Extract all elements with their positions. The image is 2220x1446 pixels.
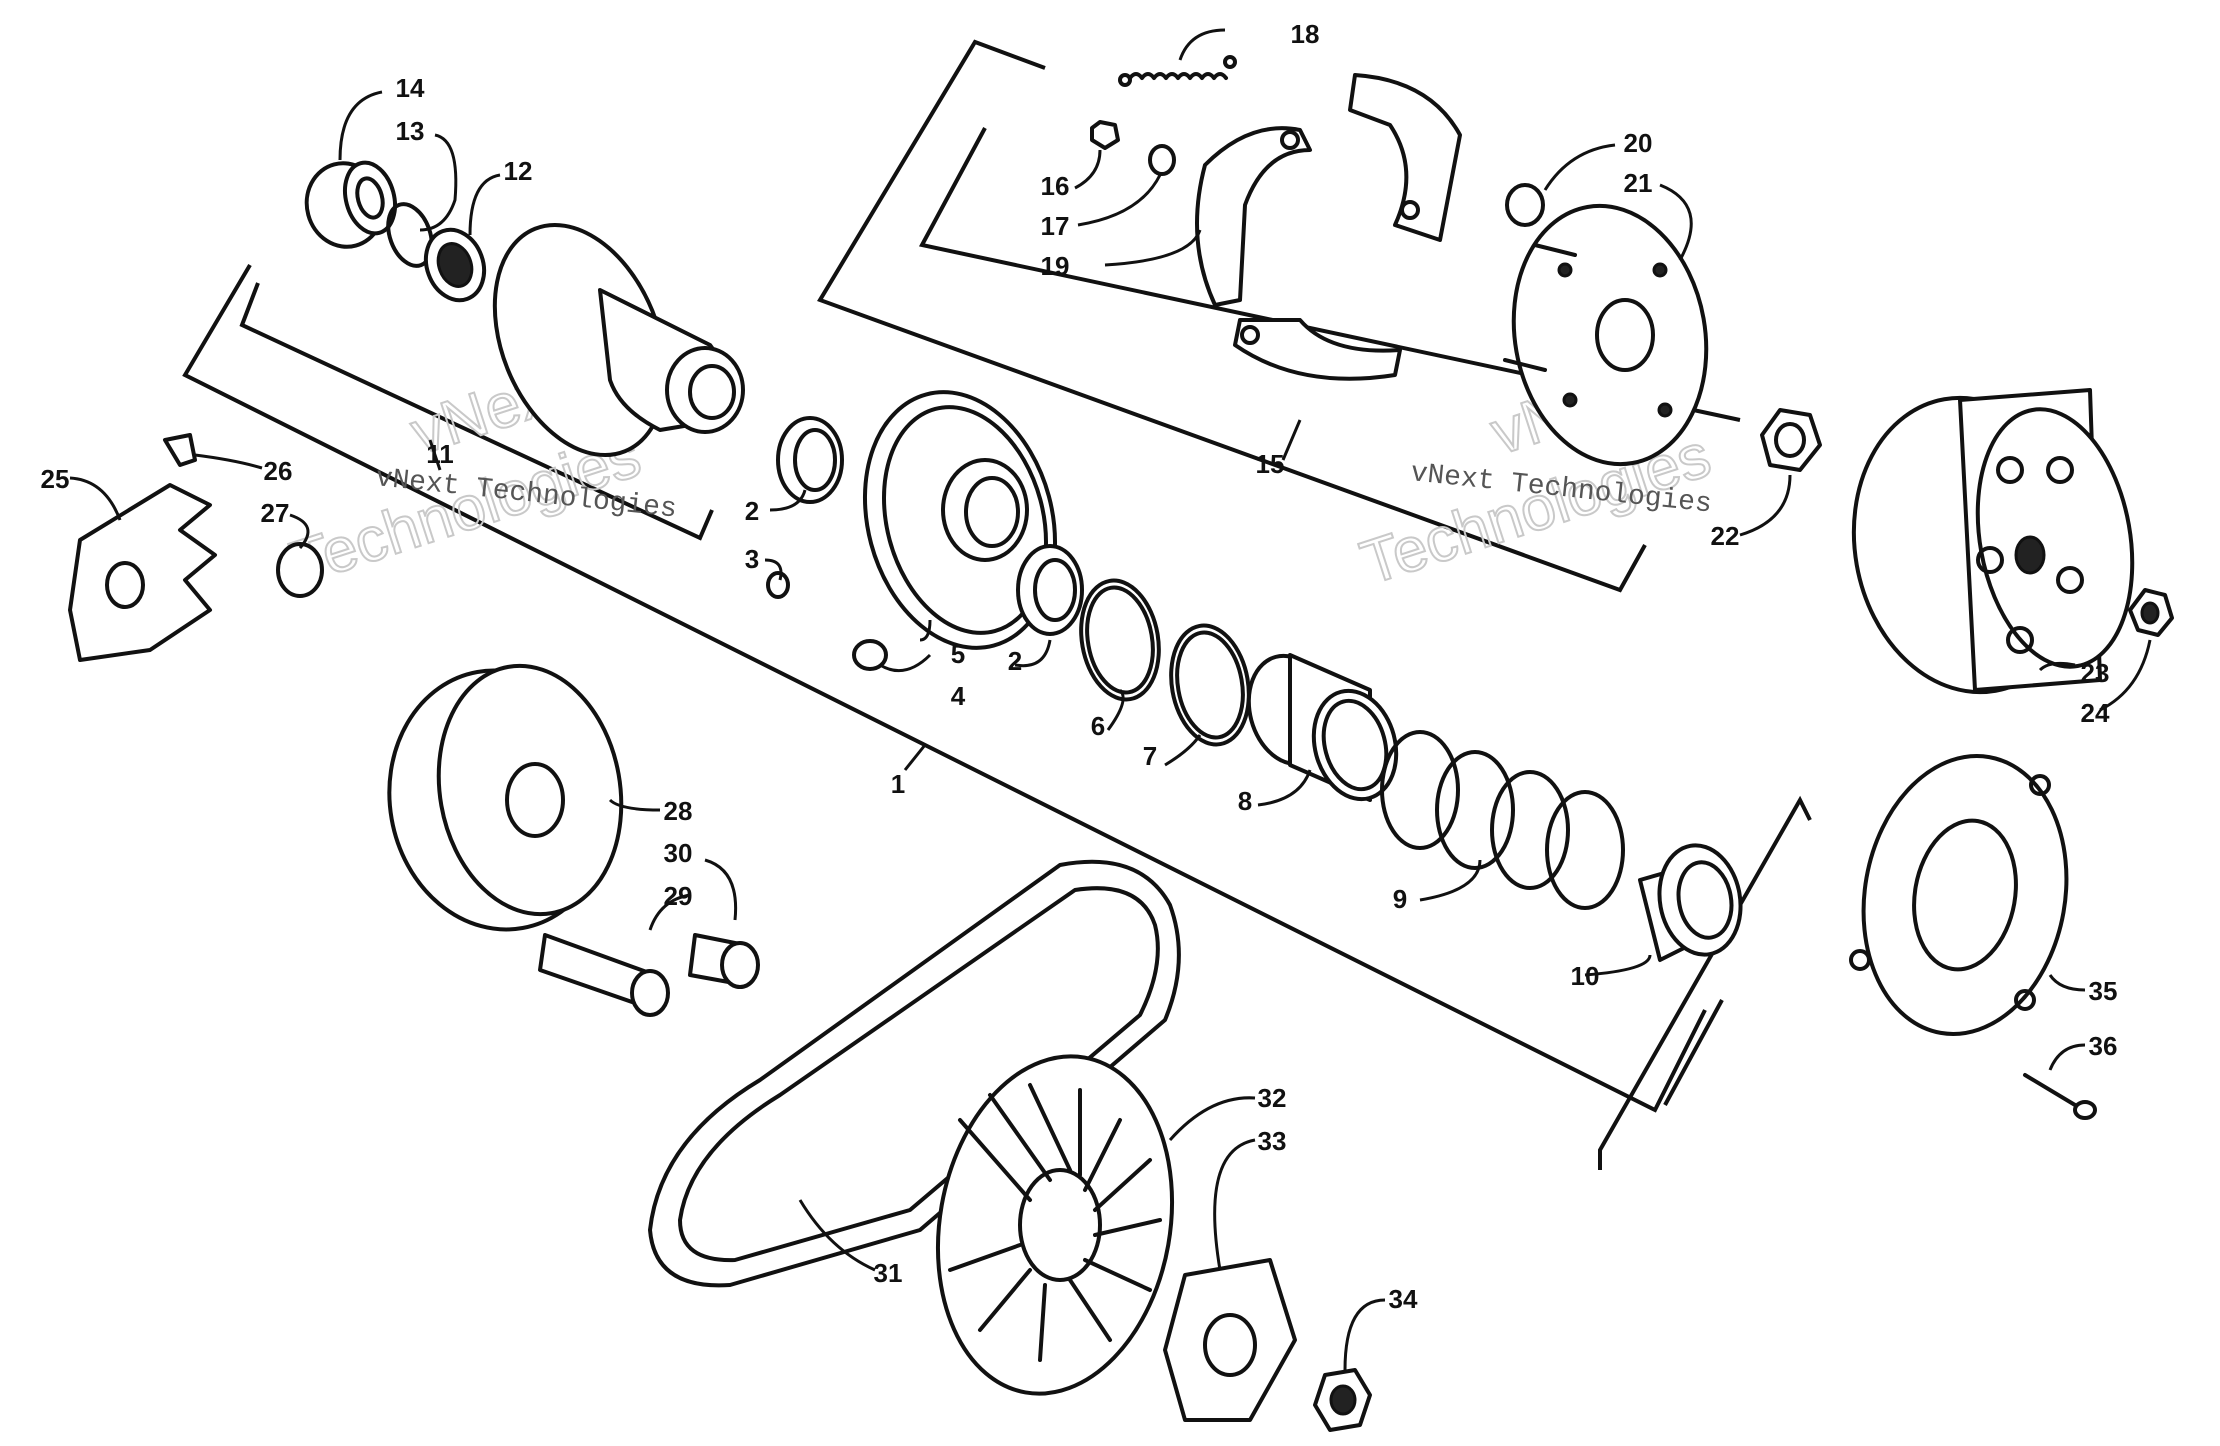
callout-19: 19 [1041,251,1070,281]
group-bracket-1b [1598,795,1812,1170]
callout-34: 34 [1389,1284,1418,1314]
part-23-clutch-bell [1851,388,2135,695]
callout-3: 3 [745,544,759,574]
callout-12: 12 [504,156,533,186]
part-36-bolt [2023,1073,2097,1120]
callout-8: 8 [1238,786,1252,816]
callout-24: 24 [2081,698,2110,728]
callout-33: 33 [1258,1126,1287,1156]
callout-2a: 2 [745,496,759,526]
callout-15: 15 [1256,449,1285,479]
part-25-ramp-plate [68,483,217,662]
part-12-ball-bearing [423,227,487,303]
part-5-sheave [862,390,1058,650]
callout-numbers: 1 2 2 3 4 5 6 7 8 9 10 11 12 13 14 15 16… [41,19,2118,1314]
part-7-o-ring [1169,623,1251,747]
group-bracket-11 [239,282,714,541]
callout-11: 11 [426,439,454,469]
leader-lines [69,28,2152,1371]
part-14-bearing [304,160,397,249]
part-19-clutch-shoes [1195,73,1462,381]
part-22-nut [1760,408,1822,472]
part-8-collar [1246,653,1399,802]
callout-18: 18 [1291,19,1320,49]
callout-6: 6 [1091,711,1105,741]
part-21-backing-plate [1503,203,1709,467]
callout-9: 9 [1393,884,1407,914]
callout-14: 14 [396,73,425,103]
part-6-o-ring [1079,578,1161,702]
part-20-spacer [1505,183,1545,227]
part-24-nut [2128,588,2174,637]
callout-36: 36 [2089,1031,2118,1061]
callout-31: 31 [874,1258,903,1288]
callout-29: 29 [664,881,693,911]
part-26-slider [163,433,197,467]
part-3-pin [766,571,790,599]
callout-17: 17 [1041,211,1070,241]
callout-7: 7 [1143,741,1157,771]
callout-26: 26 [264,456,293,486]
callout-25: 25 [41,464,70,494]
callout-20: 20 [1624,128,1653,158]
part-9-spring [1380,730,1625,910]
part-29-sleeve [538,933,670,1017]
part-27-roller [276,542,324,598]
part-17-washer [1148,144,1176,176]
callout-23: 23 [2081,658,2110,688]
callout-22: 22 [1711,521,1740,551]
part-2-seal-a [776,416,844,504]
callout-28: 28 [664,796,693,826]
callout-30: 30 [664,838,693,868]
part-10-spring-cup [1638,843,1743,962]
part-35-cover [1849,754,2069,1036]
callout-32: 32 [1258,1083,1287,1113]
callout-35: 35 [2089,976,2118,1006]
callout-27: 27 [261,498,290,528]
part-18-spring [1118,55,1237,87]
callout-16: 16 [1041,171,1070,201]
part-33-variator-plate [1163,1258,1297,1422]
callout-21: 21 [1624,168,1653,198]
part-2-seal-b [1016,544,1084,636]
part-11-driven-pulley [492,222,745,458]
callout-2b: 2 [1008,646,1022,676]
part-30-bushing [688,933,760,989]
callout-13: 13 [396,116,425,146]
part-31-drive-belt [648,859,1181,1288]
callout-10: 10 [1571,961,1600,991]
callout-4: 4 [951,681,966,711]
callout-1: 1 [891,769,905,799]
part-4-roller [852,639,888,671]
group-bracket-15 [817,39,1741,593]
part-28-fixed-face [387,663,624,932]
group-bracket-1 [182,263,1724,1113]
part-34-nut [1313,1368,1372,1432]
callout-5: 5 [951,639,965,669]
part-16-nut [1090,120,1120,150]
part-32-drive-fan [935,1054,1175,1396]
